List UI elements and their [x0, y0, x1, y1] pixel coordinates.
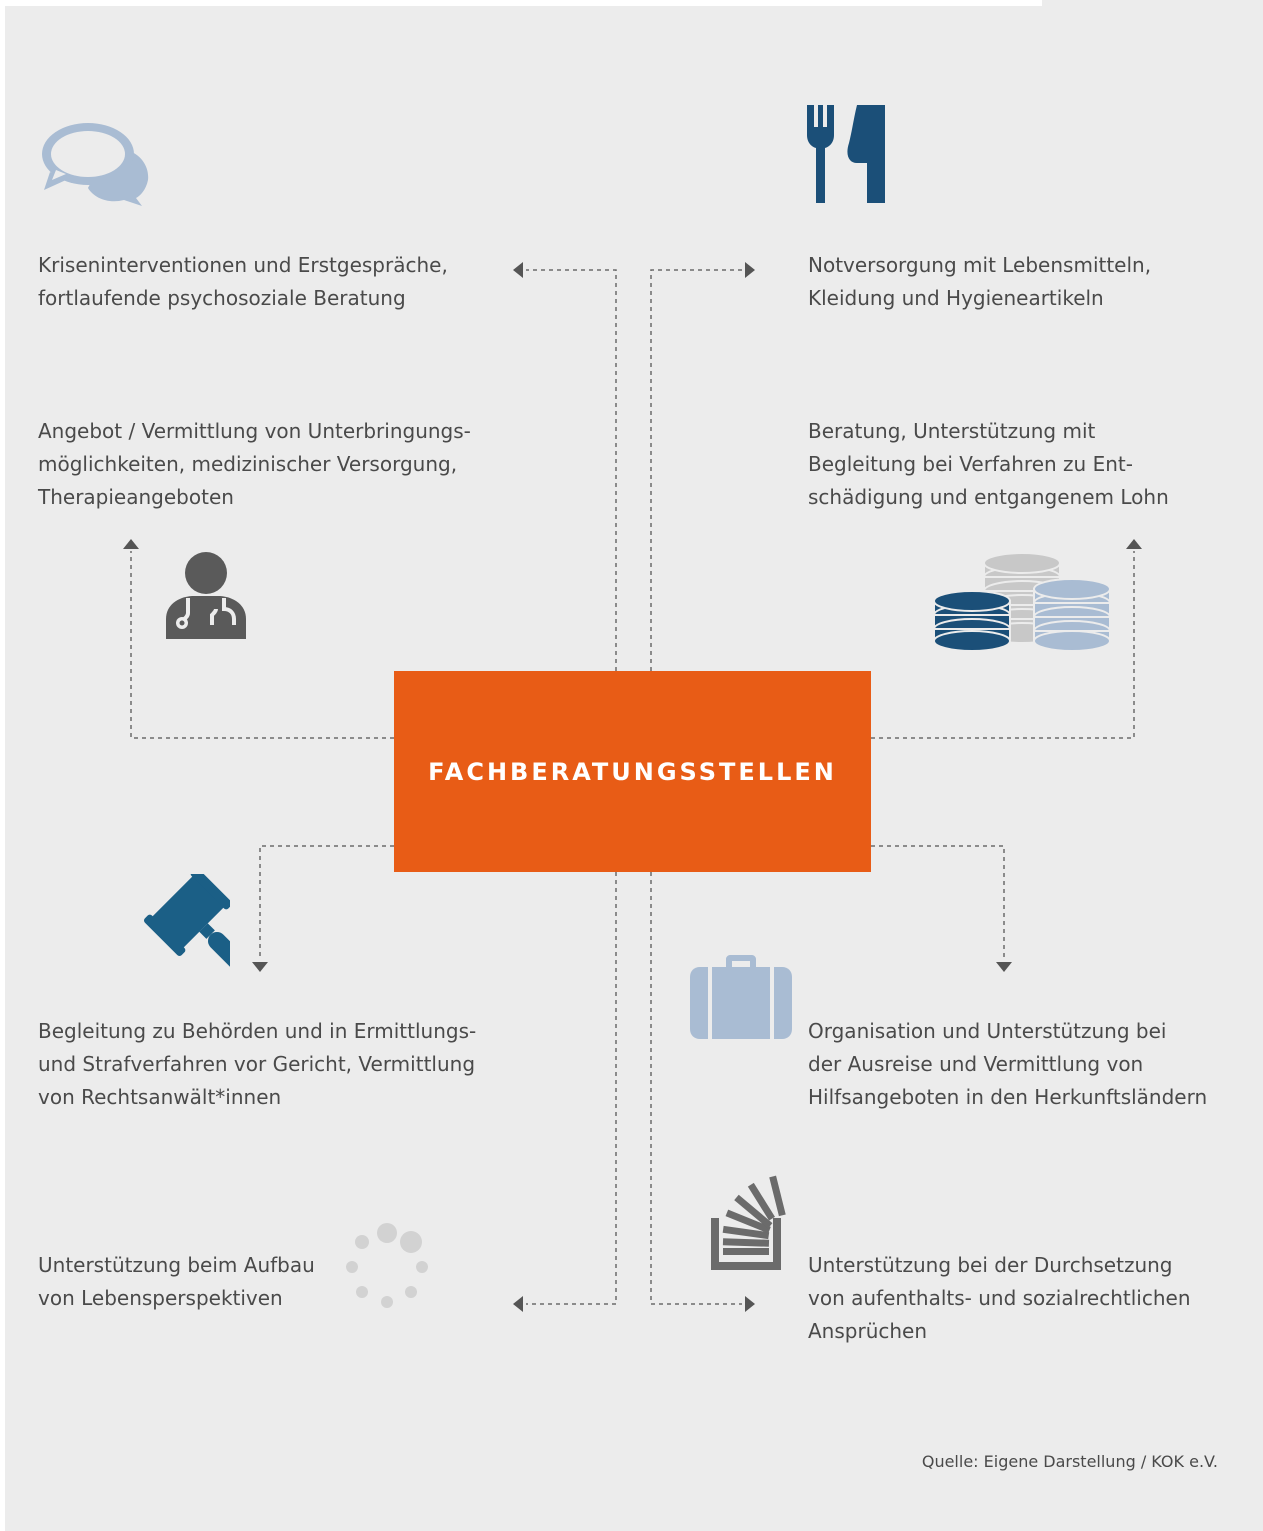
arrow-up-left [123, 539, 139, 549]
arrow-right-top [745, 262, 755, 278]
arrow-right-bottom [745, 1296, 755, 1312]
service-text-legal: Begleitung zu Behörden und in Ermittlung… [38, 1019, 477, 1109]
doctor-stethoscope-icon [166, 552, 246, 639]
gavel-icon [143, 874, 230, 974]
center-label: FACHBERATUNGSSTELLEN [428, 757, 837, 786]
top-strip [5, 0, 1042, 6]
arrow-left-top [513, 262, 523, 278]
loading-dots-icon [346, 1223, 428, 1308]
source-note: Quelle: Eigene Darstellung / KOK e.V. [921, 1452, 1218, 1471]
service-text-crisis: Kriseninterventionen und Erstgespräche, … [38, 253, 448, 310]
service-text-departure: Organisation und Unterstützung bei der A… [808, 1019, 1208, 1109]
arrow-left-bottom [513, 1296, 523, 1312]
arrow-down-left [252, 962, 268, 972]
fork-knife-icon [807, 105, 885, 203]
service-text-compensation: Beratung, Unterstützung mit Begleitung b… [808, 419, 1169, 509]
service-text-perspectives: Unterstützung beim Aufbau von Lebenspers… [38, 1253, 315, 1310]
document-stack-icon [711, 1175, 786, 1270]
center-box: FACHBERATUNGSSTELLEN [394, 671, 871, 872]
suitcase-icon [690, 955, 792, 1039]
arrow-up-right [1126, 539, 1142, 549]
arrow-down-right [996, 962, 1012, 972]
service-text-rights: Unterstützung bei der Durchsetzung von a… [808, 1253, 1191, 1343]
service-text-accommodation: Angebot / Vermittlung von Unterbringungs… [38, 419, 471, 509]
coin-stacks-icon [933, 552, 1111, 652]
speech-bubbles-icon [42, 123, 152, 208]
service-text-supplies: Notversorgung mit Lebensmitteln, Kleidun… [808, 253, 1152, 310]
